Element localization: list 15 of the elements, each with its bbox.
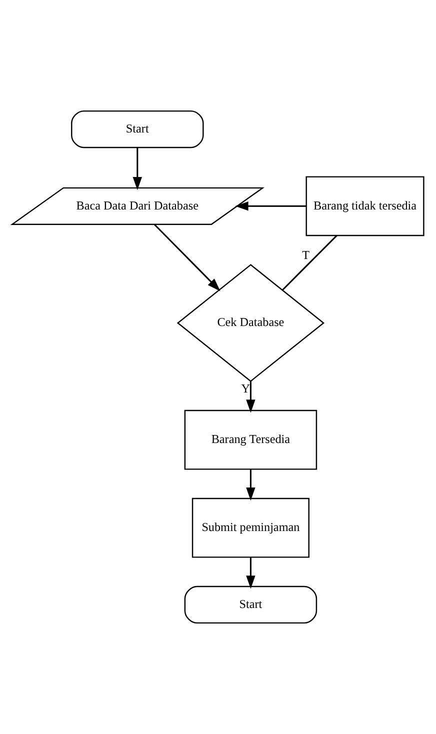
connector [282,235,338,290]
node-box: Barang tidak tersedia [306,176,424,236]
edge-label: Y [241,382,250,396]
arrow [154,224,220,292]
arrow [132,148,142,190]
node-box: Barang Tersedia [184,410,318,470]
node-box: Submit peminjaman [192,498,310,558]
node-box: Start [184,586,318,624]
arrow [246,469,256,501]
arrow [235,202,306,211]
node-box: Start [71,110,204,148]
arrow [246,381,256,413]
edge-label: T [302,248,310,262]
node-diamond: Cek Database [176,264,325,382]
arrow [246,558,256,589]
